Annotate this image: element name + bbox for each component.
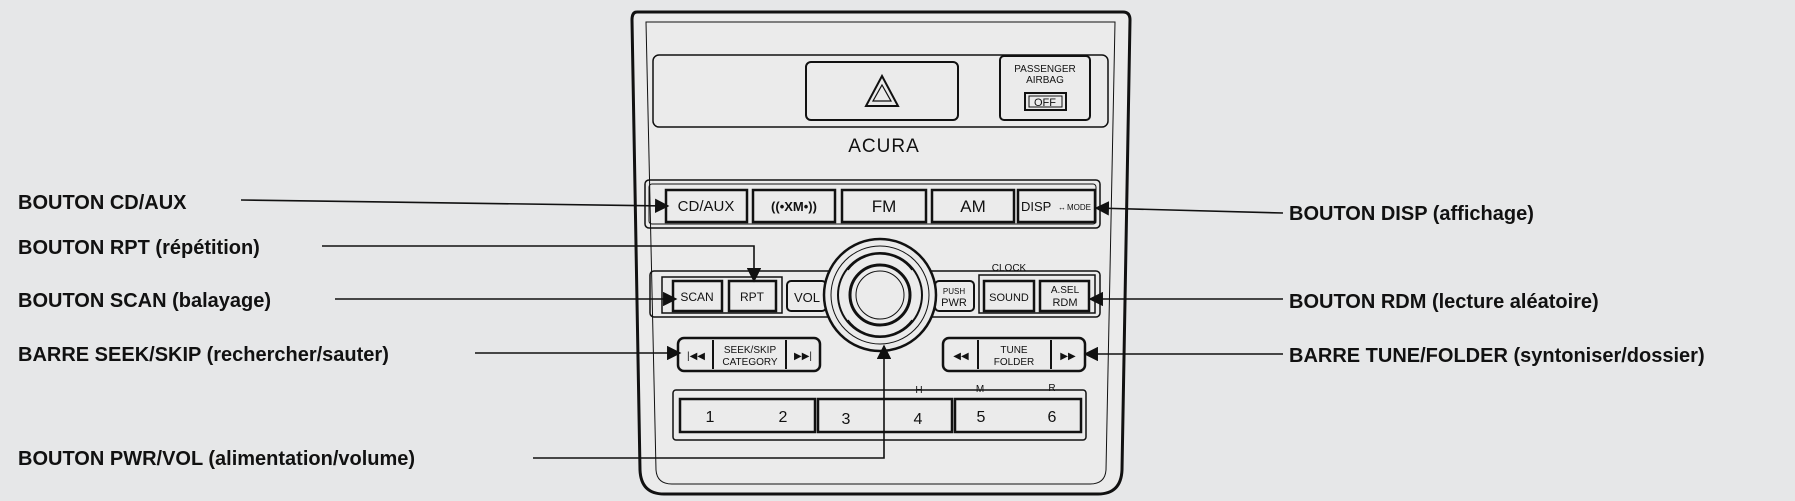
push-label: PUSH (943, 287, 965, 296)
preset-tag: M (976, 384, 984, 395)
preset-button-3-4[interactable]: 3 4 H (816, 385, 954, 434)
callout-disp: BOUTON DISP (affichage) (1289, 203, 1534, 225)
source-button-row: CD/AUX ((•XM•)) FM AM DISP ↔ MODE (644, 179, 1101, 229)
preset-tag: H (915, 385, 922, 396)
tune-folder-bar[interactable]: ◀◀ TUNE FOLDER ▶▶ (941, 336, 1087, 373)
skip-forward-icon: ▶▶| (794, 351, 812, 362)
category-label: CATEGORY (722, 357, 778, 368)
fm-button-label: FM (872, 197, 897, 216)
tune-label: TUNE (1000, 345, 1028, 356)
disp-mode-arrow-icon: ↔ (1058, 203, 1066, 212)
callout-seek-skip: BARRE SEEK/SKIP (rechercher/sauter) (18, 344, 389, 366)
airbag-state: OFF (1034, 97, 1056, 109)
preset-number: 1 (706, 409, 715, 426)
rpt-button-label: RPT (740, 290, 765, 304)
airbag-label-line1: PASSENGER (1014, 64, 1076, 75)
callout-cd-aux: BOUTON CD/AUX (18, 192, 187, 214)
callout-leader-lines (240, 198, 1284, 459)
clock-label: CLOCK (992, 263, 1027, 274)
preset-number: 5 (977, 409, 986, 426)
display-window (652, 54, 1109, 128)
push-pwr-button[interactable]: PUSH PWR (934, 280, 975, 312)
scan-button[interactable]: SCAN (671, 279, 724, 313)
callout-rdm: BOUTON RDM (lecture aléatoire) (1289, 291, 1599, 313)
rdm-label: RDM (1052, 297, 1077, 309)
folder-label: FOLDER (994, 357, 1035, 368)
am-button-label: AM (960, 197, 986, 216)
preset-number: 3 (842, 411, 851, 428)
sound-button-label: SOUND (989, 292, 1029, 304)
callout-tune-folder: BARRE TUNE/FOLDER (syntoniser/dossier) (1289, 345, 1705, 367)
airbag-label-line2: AIRBAG (1026, 75, 1064, 86)
seek-skip-label: SEEK/SKIP (724, 345, 777, 356)
asel-label: A.SEL (1051, 285, 1080, 296)
preset-number: 6 (1048, 409, 1057, 426)
rpt-button[interactable]: RPT (727, 279, 778, 313)
callout-pwr-vol: BOUTON PWR/VOL (alimentation/volume) (18, 448, 416, 470)
brand-logo: ACURA (848, 136, 920, 157)
preset-number: 2 (779, 409, 788, 426)
preset-button-5-6[interactable]: 5 6 M R (953, 383, 1083, 434)
scan-button-label: SCAN (680, 290, 713, 304)
preset-number: 4 (914, 411, 923, 428)
am-button[interactable]: AM (930, 188, 1016, 224)
preset-button-row: 1 2 3 4 H 5 6 M R (672, 383, 1087, 441)
hazard-triangle-icon (864, 73, 900, 107)
disp-mode-button[interactable]: DISP ↔ MODE (1016, 188, 1097, 224)
cd-aux-button-label: CD/AUX (678, 198, 735, 215)
function-button-row: SCAN RPT VOL PUSH PWR CLOCK SOUND A.SEL … (649, 263, 1101, 318)
vol-button-label: VOL (794, 290, 820, 305)
asel-rdm-button[interactable]: A.SEL RDM (1038, 279, 1091, 313)
mode-button-label: MODE (1067, 203, 1091, 212)
fm-button[interactable]: FM (840, 188, 928, 224)
seek-skip-bar[interactable]: |◀◀ SEEK/SKIP CATEGORY ▶▶| (676, 336, 822, 373)
passenger-airbag-indicator: PASSENGER AIRBAG OFF (999, 55, 1091, 121)
vol-button[interactable]: VOL (786, 280, 827, 312)
disp-button-label: DISP (1021, 199, 1051, 214)
callout-rpt: BOUTON RPT (répétition) (18, 237, 260, 259)
tune-down-icon: ◀◀ (953, 351, 969, 362)
xm-button-label: ((•XM•)) (771, 199, 817, 214)
pwr-vol-knob[interactable] (822, 237, 938, 353)
callout-scan: BOUTON SCAN (balayage) (18, 290, 272, 312)
preset-button-1-2[interactable]: 1 2 (678, 397, 817, 434)
cd-aux-button[interactable]: CD/AUX (664, 188, 749, 224)
xm-button[interactable]: ((•XM•)) (751, 188, 837, 224)
tune-up-icon: ▶▶ (1060, 351, 1076, 362)
sound-button[interactable]: SOUND (982, 279, 1036, 313)
skip-back-icon: |◀◀ (687, 351, 705, 362)
hazard-button[interactable] (805, 61, 959, 121)
preset-tag: R (1048, 383, 1055, 394)
pwr-label: PWR (941, 297, 967, 309)
